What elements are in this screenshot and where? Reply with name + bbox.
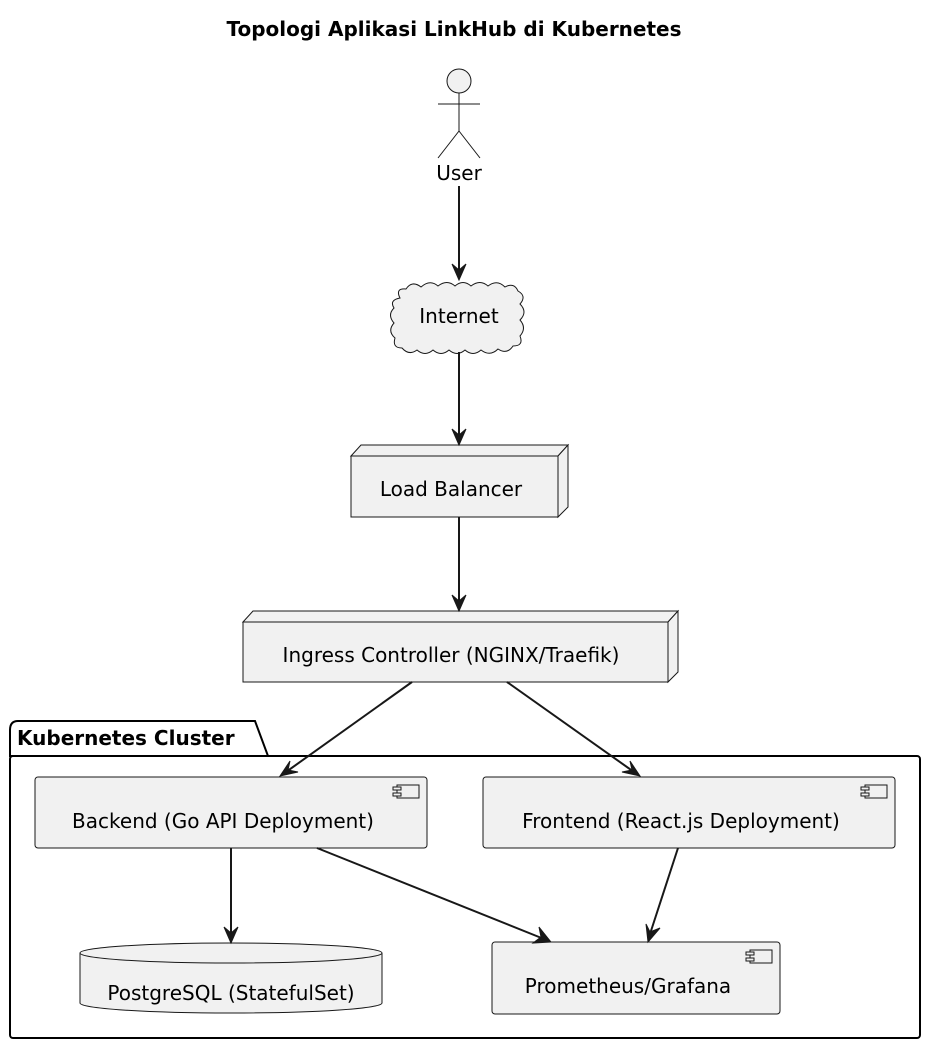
edge-internet-loadbalancer	[451, 352, 467, 447]
edge-frontend-prometheus	[645, 847, 679, 944]
kubernetes-cluster-package: Kubernetes Cluster	[9, 720, 921, 1039]
prometheus-grafana-component: Prometheus/Grafana	[491, 941, 781, 1015]
component-icon	[392, 784, 420, 799]
internet-cloud: Internet	[390, 282, 525, 354]
frontend-component: Frontend (React.js Deployment)	[482, 776, 896, 849]
edge-ingress-frontend	[506, 681, 642, 777]
edge-loadbalancer-ingress	[451, 517, 467, 613]
component-icon	[860, 784, 888, 799]
internet-label: Internet	[419, 304, 499, 328]
postgresql-label: PostgreSQL (StatefulSet)	[107, 981, 354, 1005]
user-label: User	[436, 161, 482, 185]
edge-ingress-backend	[278, 681, 413, 777]
postgresql-database: PostgreSQL (StatefulSet)	[79, 942, 383, 1014]
edge-backend-prometheus	[316, 847, 552, 944]
backend-component: Backend (Go API Deployment)	[34, 776, 428, 849]
frontend-label: Frontend (React.js Deployment)	[522, 809, 840, 833]
diagram-title: Topologi Aplikasi LinkHub di Kubernetes	[226, 17, 681, 41]
load-balancer-node: Load Balancer	[349, 443, 570, 519]
ingress-controller-label: Ingress Controller (NGINX/Traefik)	[283, 643, 620, 667]
ingress-controller-node: Ingress Controller (NGINX/Traefik)	[241, 609, 680, 684]
backend-label: Backend (Go API Deployment)	[72, 809, 374, 833]
prometheus-grafana-label: Prometheus/Grafana	[525, 974, 731, 998]
load-balancer-label: Load Balancer	[380, 477, 523, 501]
actor-head-icon	[446, 68, 472, 94]
cluster-label: Kubernetes Cluster	[17, 726, 235, 750]
user-actor: User	[436, 68, 483, 185]
edge-user-internet	[451, 186, 467, 282]
edge-backend-postgresql	[223, 848, 239, 945]
component-icon	[745, 949, 773, 964]
cloud-icon	[390, 282, 525, 354]
